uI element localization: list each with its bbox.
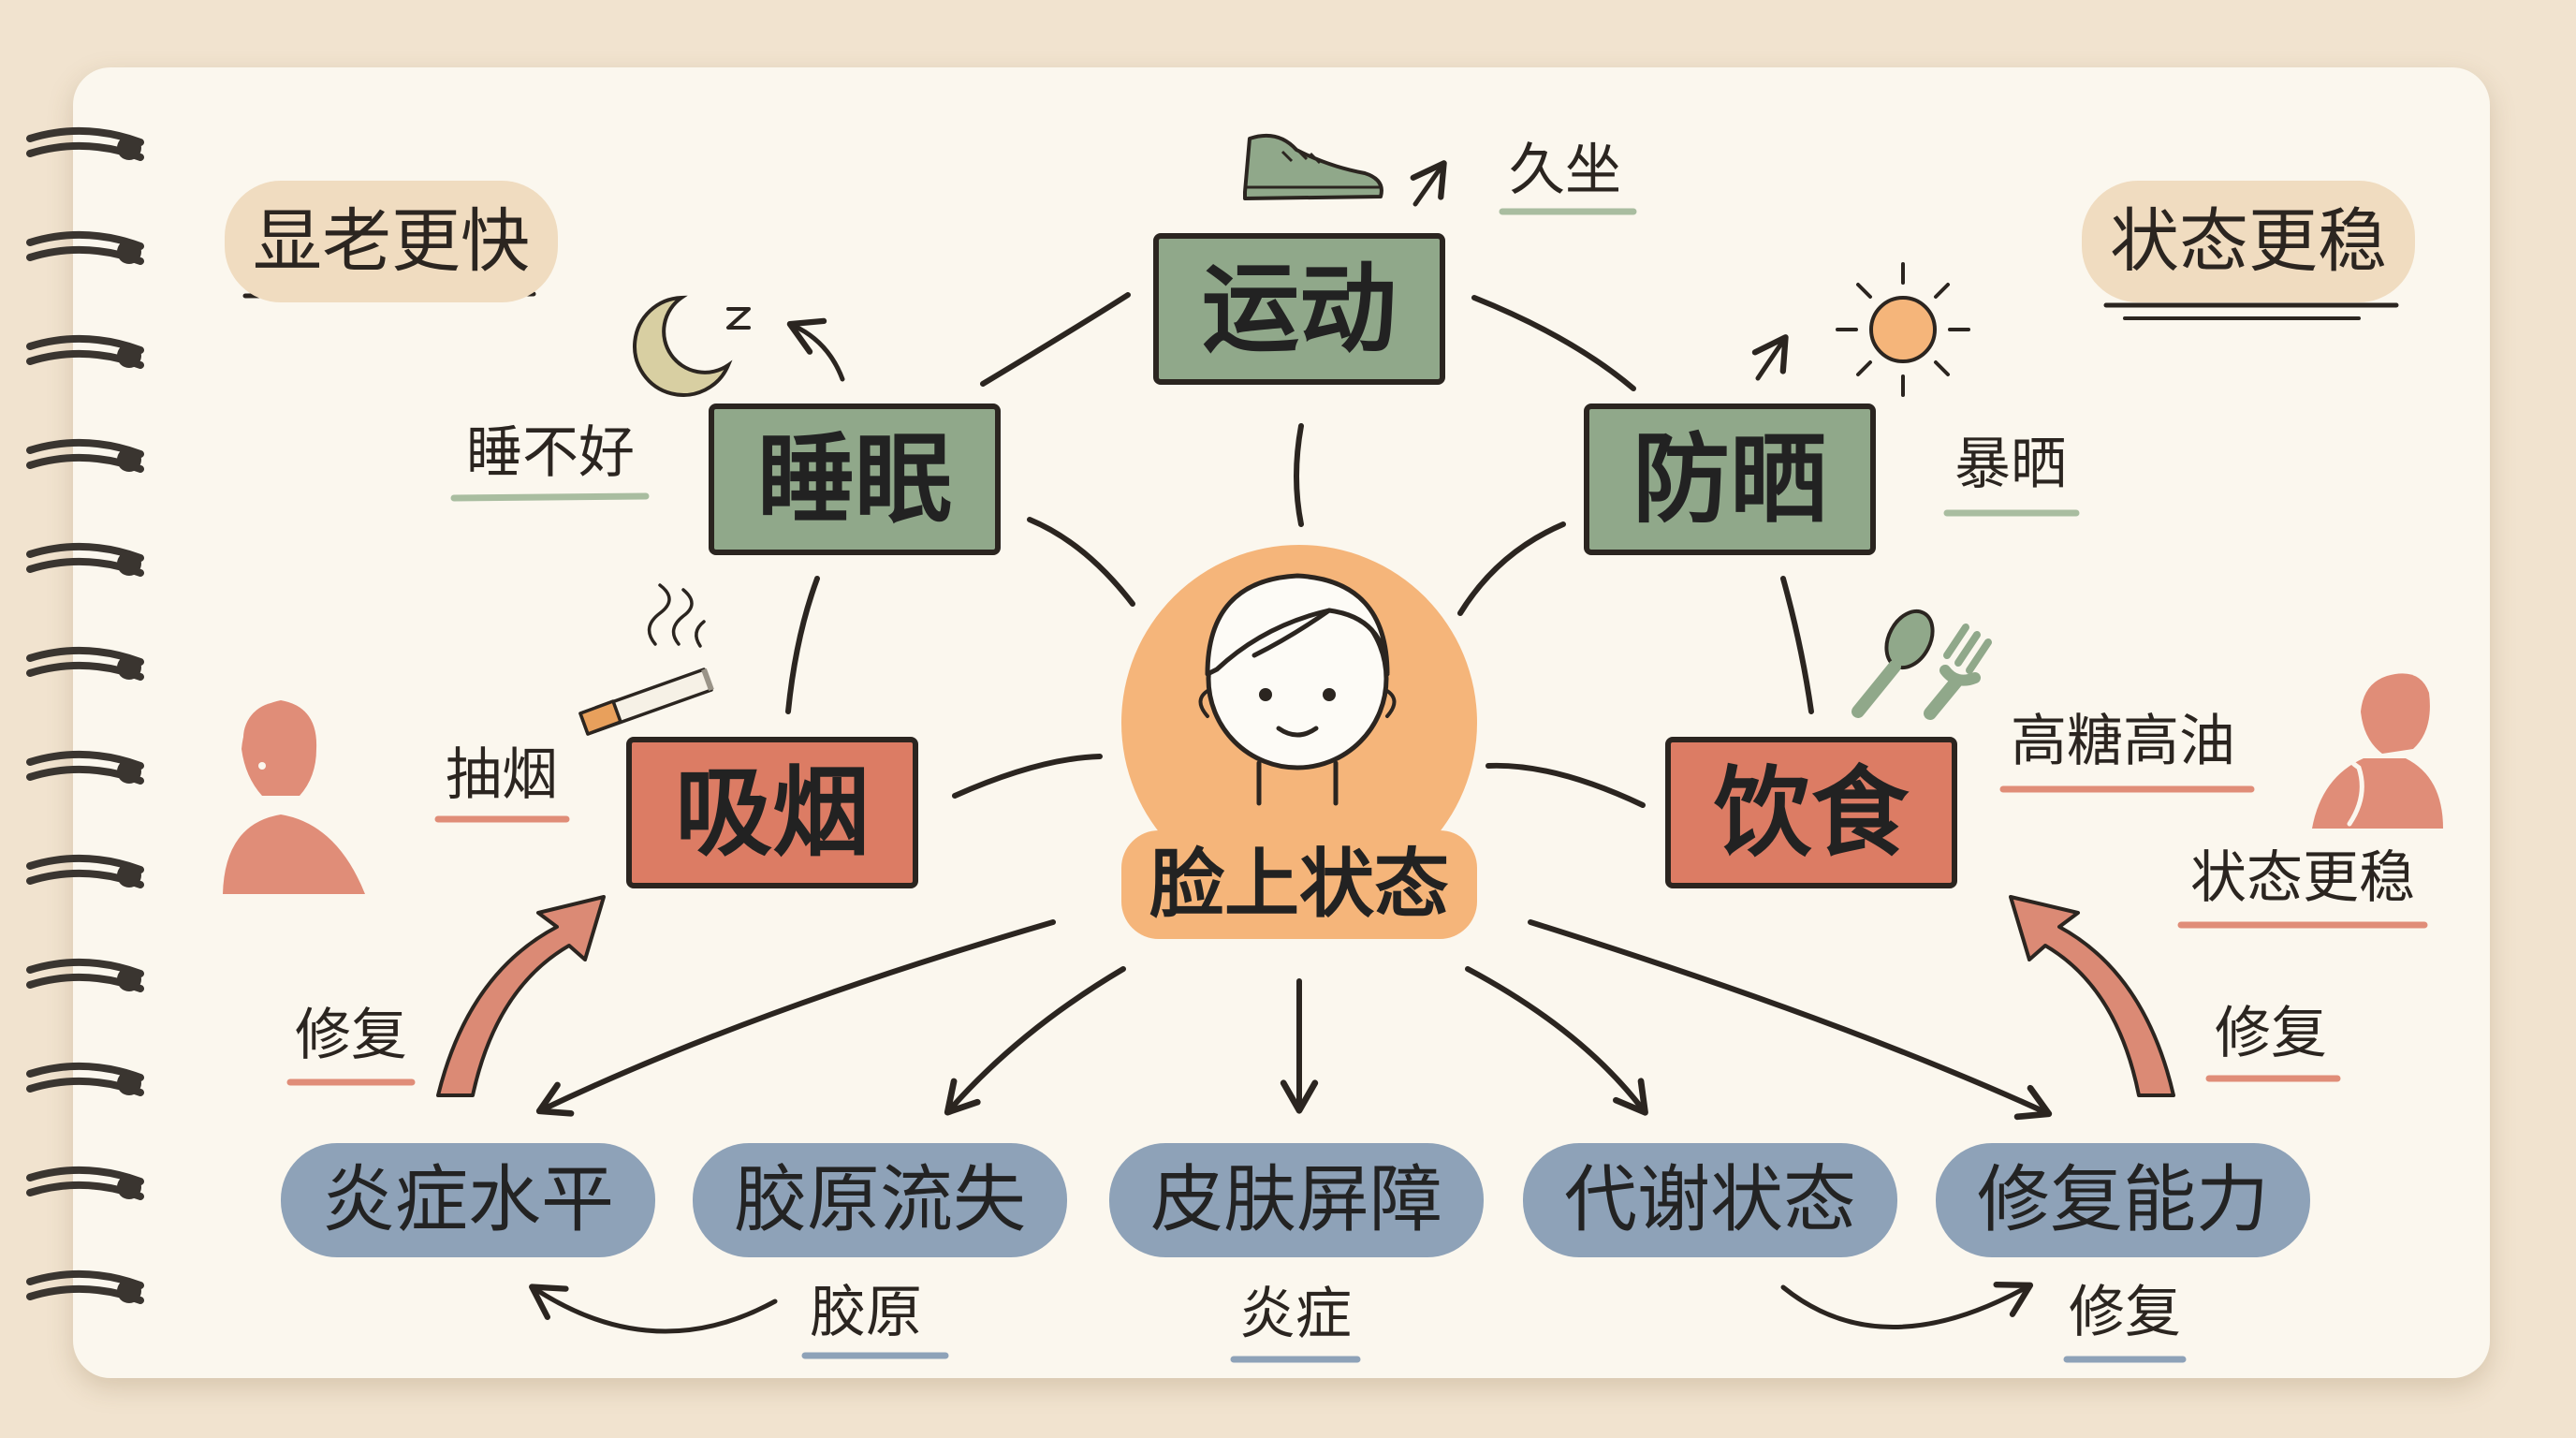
arrow-metabolism	[1465, 966, 1648, 1116]
note-sleep: 睡不好	[466, 420, 635, 486]
center-label: 脸上状态	[1121, 830, 1477, 939]
spiral-hole	[117, 655, 141, 680]
spiral-hole	[117, 136, 141, 160]
connector-sunscreen-diet	[1780, 576, 1814, 714]
connector-sunscreen	[1457, 521, 1566, 616]
spiral-hole	[117, 240, 141, 264]
shoe-icon	[1243, 134, 1383, 200]
factor-box-smoking: 吸烟	[626, 737, 918, 888]
connector-sleep	[1027, 517, 1135, 607]
spiral-hole	[117, 967, 141, 991]
factor-box-sleep: 睡眠	[709, 404, 1001, 555]
note-sunscreen: 暴晒	[1954, 432, 2067, 497]
small-arrow-sleep	[786, 317, 845, 382]
outcome-pill-barrier: 皮肤屏障	[1109, 1143, 1484, 1257]
small-arrow-exercise	[1410, 160, 1447, 207]
note-exercise: 久坐	[1509, 138, 1621, 203]
connector-exercise-sleep	[980, 292, 1131, 387]
note-more-stable-side: 状态更稳	[2190, 845, 2415, 911]
repair-label-right: 修复	[2215, 1001, 2327, 1066]
badge-more-stable: 状态更稳	[2082, 181, 2415, 302]
connector-diet	[1486, 762, 1646, 808]
badge-age-faster: 显老更快	[225, 181, 558, 302]
spiral-hole	[117, 551, 141, 576]
person-icon-left	[223, 700, 365, 894]
annotation-underlines	[242, 208, 2428, 1363]
outcome-pill-repair: 修复能力	[1936, 1143, 2310, 1257]
center-face	[1121, 545, 1477, 901]
factor-box-diet: 饮食	[1665, 737, 1957, 888]
spiral-hole	[117, 1279, 141, 1303]
factor-box-sunscreen: 防晒	[1584, 404, 1876, 555]
sun-icon	[1836, 262, 1970, 397]
person-icon-right	[2312, 673, 2443, 829]
repair-arrow-right	[2009, 895, 2175, 1097]
spiral-binding	[26, 126, 144, 1304]
connector-sleep-smoking	[785, 576, 820, 714]
bottom-note-collagen: 胶原	[810, 1280, 922, 1345]
arrow-collagen	[944, 966, 1126, 1116]
repair-arrows	[436, 895, 2175, 1097]
factor-box-exercise: 运动	[1153, 233, 1445, 385]
repair-arrow-left	[436, 895, 606, 1097]
spoon-fork-icon	[1852, 609, 1992, 720]
bottom-note-repair: 修复	[2069, 1280, 2181, 1345]
note-diet: 高糖高油	[2011, 709, 2235, 774]
factor-connectors	[785, 292, 1814, 808]
spiral-hole	[117, 759, 141, 784]
connector-exercise-sunscreen	[1471, 295, 1636, 391]
bottom-arrow-left	[529, 1284, 778, 1334]
connector-smoking	[952, 754, 1103, 799]
cigarette-icon	[578, 583, 714, 736]
bottom-arrow-right	[1780, 1282, 2034, 1329]
spiral-hole	[117, 344, 141, 368]
outcome-pill-collagen: 胶原流失	[693, 1143, 1067, 1257]
spiral-hole	[117, 863, 141, 888]
bottom-note-inflammation: 炎症	[1239, 1282, 1352, 1347]
outcome-connectors	[529, 160, 2053, 1334]
outcome-pill-inflammation: 炎症水平	[281, 1143, 655, 1257]
spiral-hole	[117, 1071, 141, 1095]
repair-label-left: 修复	[295, 1003, 407, 1068]
spiral-hole	[117, 448, 141, 472]
outcome-pill-metabolism: 代谢状态	[1523, 1143, 1897, 1257]
small-arrow-sunscreen	[1751, 334, 1789, 381]
moon-icon	[633, 295, 751, 397]
spiral-hole	[117, 1175, 141, 1199]
note-smoking: 抽烟	[446, 742, 558, 808]
arrow-inflammation	[535, 919, 1056, 1117]
arrow-repair	[1528, 919, 2053, 1121]
connector-exercise	[1294, 423, 1304, 527]
